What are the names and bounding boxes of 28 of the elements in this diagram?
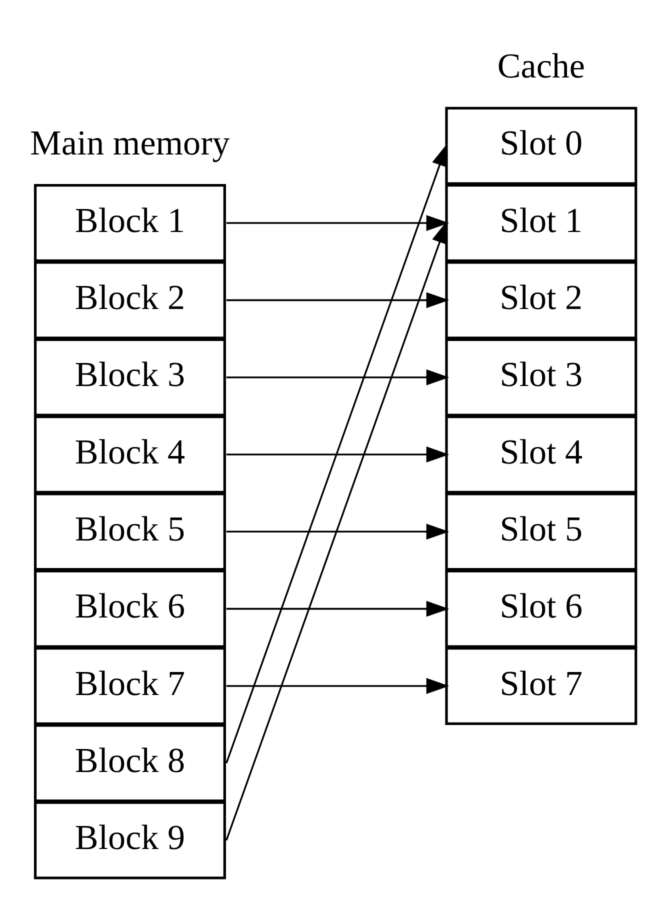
node-box: Slot 2 <box>445 261 638 340</box>
arrow <box>226 600 450 617</box>
arrow <box>226 524 450 540</box>
node-box: Slot 3 <box>445 338 638 416</box>
arrow <box>226 220 448 841</box>
node-box: Slot 7 <box>445 646 638 725</box>
node-box: Block 2 <box>34 261 226 340</box>
node-box: Block 3 <box>34 338 226 416</box>
arrow <box>226 446 450 462</box>
arrow <box>226 292 450 308</box>
label: Main memory <box>30 124 230 163</box>
arrow <box>226 143 448 764</box>
node-box: Block 9 <box>34 801 226 880</box>
node-box: Block 4 <box>34 415 226 494</box>
node-box: Slot 1 <box>445 184 638 262</box>
node-box: Slot 4 <box>445 415 638 494</box>
arrow <box>226 678 450 694</box>
node-box: Slot 5 <box>445 492 638 571</box>
node-box: Slot 0 <box>445 106 638 185</box>
arrow <box>226 215 450 232</box>
node-box: Block 6 <box>34 570 226 648</box>
node-box: Slot 6 <box>445 570 638 648</box>
node-box: Block 8 <box>34 724 226 802</box>
node-box: Block 1 <box>34 184 226 262</box>
arrow <box>226 369 450 386</box>
label: Cache <box>497 46 585 86</box>
node-box: Block 5 <box>34 492 226 571</box>
node-box: Block 7 <box>34 646 226 725</box>
